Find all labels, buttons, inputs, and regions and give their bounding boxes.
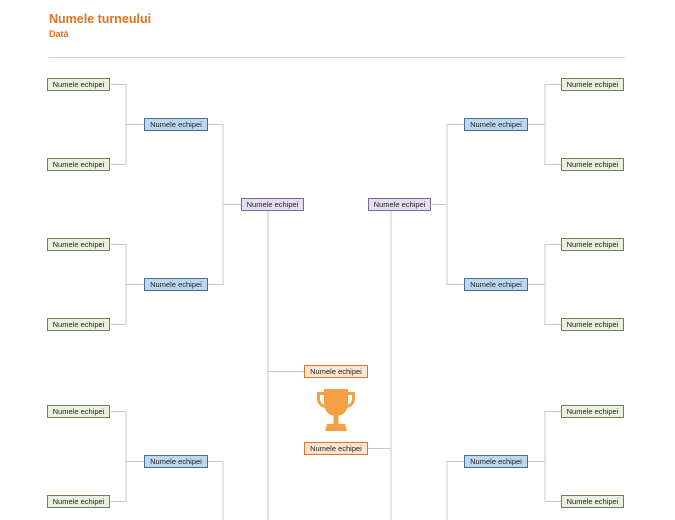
- header-divider: [49, 57, 625, 58]
- team-slot-final-bottom[interactable]: Numele echipei: [304, 442, 368, 455]
- team-slot-right-r2-1[interactable]: Numele echipei: [464, 118, 528, 131]
- team-slot-right-r1-6[interactable]: Numele echipei: [561, 495, 624, 508]
- team-slot-left-r2-2[interactable]: Numele echipei: [144, 278, 208, 291]
- team-slot-left-r1-2[interactable]: Numele echipei: [47, 158, 110, 171]
- team-slot-right-r2-2[interactable]: Numele echipei: [464, 278, 528, 291]
- team-slot-left-r2-1[interactable]: Numele echipei: [144, 118, 208, 131]
- team-slot-final-top[interactable]: Numele echipei: [304, 365, 368, 378]
- team-slot-right-r1-4[interactable]: Numele echipei: [561, 318, 624, 331]
- trophy-icon: [317, 389, 355, 431]
- team-slot-right-r1-3[interactable]: Numele echipei: [561, 238, 624, 251]
- team-slot-left-r1-4[interactable]: Numele echipei: [47, 318, 110, 331]
- team-slot-right-r1-1[interactable]: Numele echipei: [561, 78, 624, 91]
- team-slot-left-r1-3[interactable]: Numele echipei: [47, 238, 110, 251]
- team-slot-right-r1-2[interactable]: Numele echipei: [561, 158, 624, 171]
- team-slot-left-r1-1[interactable]: Numele echipei: [47, 78, 110, 91]
- team-slot-right-r2-3[interactable]: Numele echipei: [464, 455, 528, 468]
- tournament-title: Numele turneului: [49, 12, 152, 26]
- team-slot-left-r2-3[interactable]: Numele echipei: [144, 455, 208, 468]
- team-slot-left-r1-5[interactable]: Numele echipei: [47, 405, 110, 418]
- team-slot-right-r1-5[interactable]: Numele echipei: [561, 405, 624, 418]
- team-slot-right-semifinal[interactable]: Numele echipei: [368, 198, 431, 211]
- team-slot-left-r1-6[interactable]: Numele echipei: [47, 495, 110, 508]
- tournament-date: Dată: [49, 29, 69, 39]
- team-slot-left-semifinal[interactable]: Numele echipei: [241, 198, 304, 211]
